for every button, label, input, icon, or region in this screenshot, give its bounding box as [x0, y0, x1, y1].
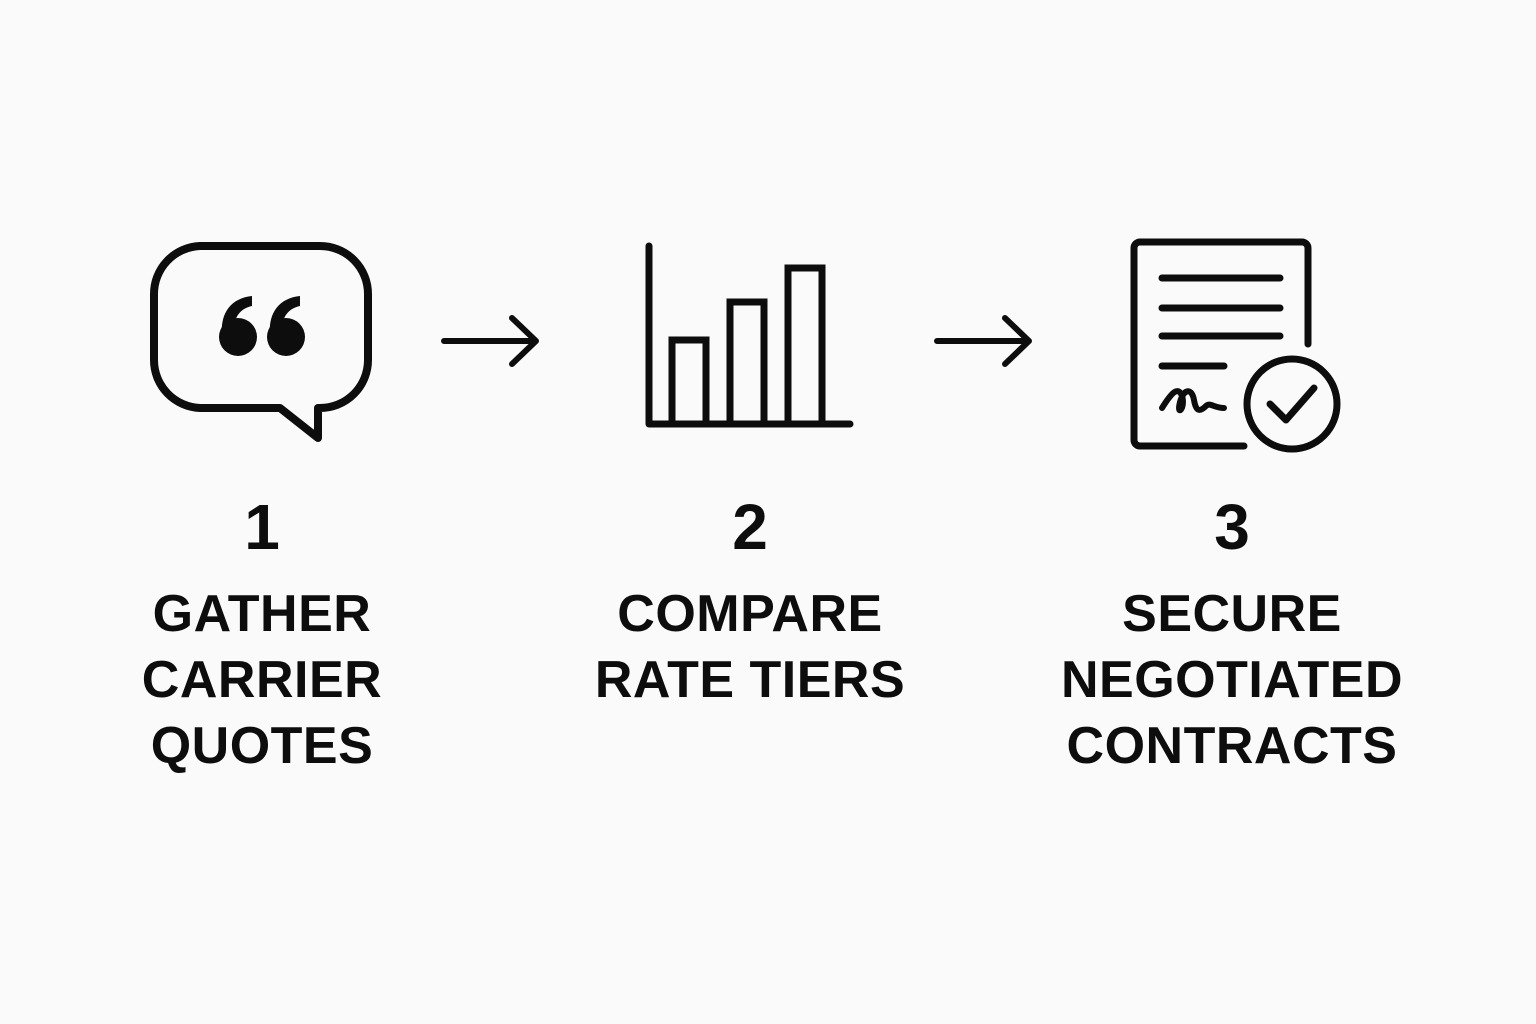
signed-contract-check-icon — [1128, 236, 1344, 458]
step-3-label-line: NEGOTIATED — [1060, 651, 1404, 709]
step-3-label-line: SECURE — [1122, 585, 1342, 643]
step-2-number: 2 — [732, 491, 768, 563]
step-1-label: GATHER CARRIER QUOTES — [72, 581, 452, 779]
arrow-right-icon — [440, 312, 544, 370]
step-3-label: SECURE NEGOTIATED CONTRACTS — [1042, 581, 1422, 779]
step-1-label-line: QUOTES — [150, 717, 374, 775]
step-2-label-line: COMPARE — [617, 585, 883, 643]
quote-speech-bubble-icon — [149, 240, 374, 450]
step-1-label-line: CARRIER — [141, 651, 383, 709]
step-2-label-line: RATE TIERS — [594, 651, 906, 709]
step-3-number: 3 — [1214, 491, 1250, 563]
step-3-label-line: CONTRACTS — [1066, 717, 1398, 775]
bar-chart-icon — [640, 240, 856, 432]
step-2-label: COMPARE RATE TIERS — [560, 581, 940, 713]
arrow-right-icon — [933, 312, 1037, 370]
step-1-number: 1 — [244, 491, 280, 563]
step-1-label-line: GATHER — [152, 585, 372, 643]
